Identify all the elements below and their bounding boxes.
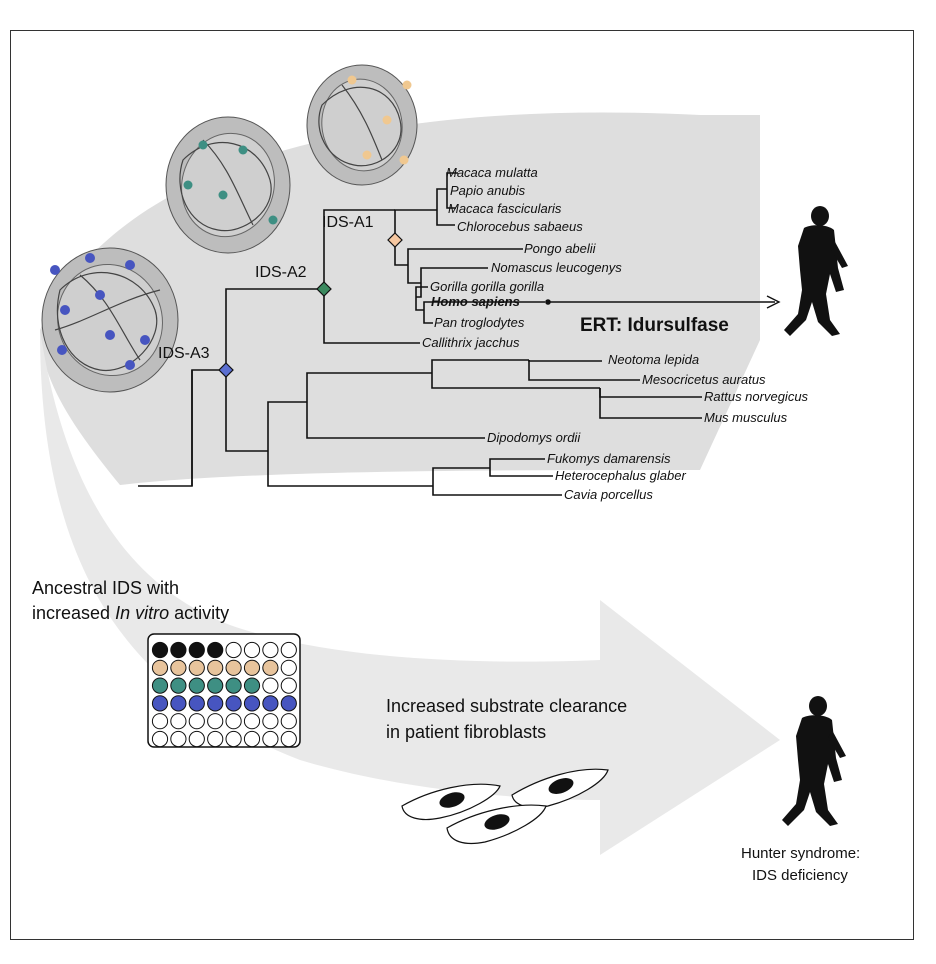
species-pongo-abelii: Pongo abelii [524, 241, 597, 256]
hunter-line1: Hunter syndrome: [741, 845, 860, 862]
well [207, 695, 224, 712]
well [225, 730, 242, 748]
species-macaca-mulatta: Macaca mulatta [446, 165, 538, 180]
well [225, 695, 242, 712]
fibroblast-cell [446, 804, 547, 845]
species-dipodomys-ordii: Dipodomys ordii [487, 430, 581, 445]
well [170, 659, 187, 676]
species-chlorocebus-sabaeus: Chlorocebus sabaeus [457, 219, 583, 234]
fibroblast-cell [511, 768, 609, 809]
node-a1-diamond [387, 232, 403, 248]
species-fukomys-damarensis: Fukomys damarensis [547, 451, 671, 466]
well [262, 677, 279, 694]
well [170, 677, 187, 694]
well [151, 695, 169, 712]
well [207, 677, 224, 694]
well [280, 695, 297, 712]
well [188, 713, 205, 730]
species-rattus-norvegicus: Rattus norvegicus [704, 389, 809, 404]
well [225, 677, 242, 694]
species-mus-musculus: Mus musculus [704, 410, 788, 425]
well [225, 641, 242, 659]
healthy-human-figure [784, 206, 848, 336]
well [151, 713, 169, 730]
well [243, 659, 261, 676]
species-mesocricetus-auratus: Mesocricetus auratus [642, 372, 766, 387]
ancestral-line2: increased In vitro activity [32, 603, 229, 623]
well [243, 695, 261, 712]
well [188, 695, 205, 712]
well [280, 730, 297, 748]
well [188, 730, 205, 748]
well [243, 641, 261, 659]
protein-structure-a3 [41, 247, 179, 393]
well [280, 641, 297, 659]
well [207, 659, 224, 676]
well [262, 641, 279, 659]
species-pan-troglodytes: Pan troglodytes [434, 315, 525, 330]
well [170, 695, 187, 712]
species-papio-anubis: Papio anubis [450, 183, 526, 198]
well [170, 713, 187, 730]
node-a3-diamond [218, 362, 234, 378]
species-neotoma-lepida: Neotoma lepida [608, 352, 699, 367]
well [280, 677, 297, 694]
well [207, 730, 224, 748]
species-heterocephalus-glaber: Heterocephalus glaber [555, 468, 686, 483]
species-gorilla: Gorilla gorilla gorilla [430, 279, 544, 294]
well [262, 730, 279, 748]
well [188, 677, 205, 694]
well [243, 713, 261, 730]
well [243, 730, 261, 748]
species-macaca-fascicularis: Macaca fascicularis [448, 201, 562, 216]
node-a2-label: IDS-A2 [255, 264, 307, 281]
species-callithrix-jacchus: Callithrix jacchus [422, 335, 520, 350]
species-cavia-porcellus: Cavia porcellus [564, 487, 653, 502]
ert-label: ERT: Idursulfase [580, 315, 729, 336]
well [280, 713, 297, 730]
protein-structure-a2 [165, 116, 291, 254]
node-a2-diamond [316, 281, 332, 297]
clearance-line1: Increased substrate clearance [386, 696, 627, 716]
ert-arrowhead [766, 295, 781, 309]
fibroblast-cell [401, 783, 501, 821]
well [151, 677, 169, 694]
well [280, 659, 297, 676]
protein-structure-a1 [306, 64, 418, 186]
species-homo-sapiens: Homo sapiens [431, 294, 520, 309]
node-a1-label: IDS-A1 [322, 214, 374, 231]
well [151, 659, 169, 676]
well [188, 659, 205, 676]
well [262, 695, 279, 712]
well-plate-wells [151, 641, 297, 748]
well [262, 659, 279, 676]
hunter-line2: IDS deficiency [752, 867, 848, 884]
phylogenetic-tree [138, 172, 702, 496]
well [151, 730, 169, 748]
well [170, 730, 187, 748]
ancestral-line1: Ancestral IDS with [32, 578, 179, 598]
well [170, 641, 187, 659]
clearance-line2: in patient fibroblasts [386, 722, 546, 742]
species-nomascus-leucogenys: Nomascus leucogenys [491, 260, 622, 275]
node-a3-label: IDS-A3 [158, 345, 210, 362]
well [243, 677, 261, 694]
well [151, 641, 169, 659]
well [207, 713, 224, 730]
well [262, 713, 279, 730]
well [225, 713, 242, 730]
hunter-patient-figure [782, 696, 846, 826]
well [225, 659, 242, 676]
well [188, 641, 205, 659]
well [207, 641, 224, 659]
